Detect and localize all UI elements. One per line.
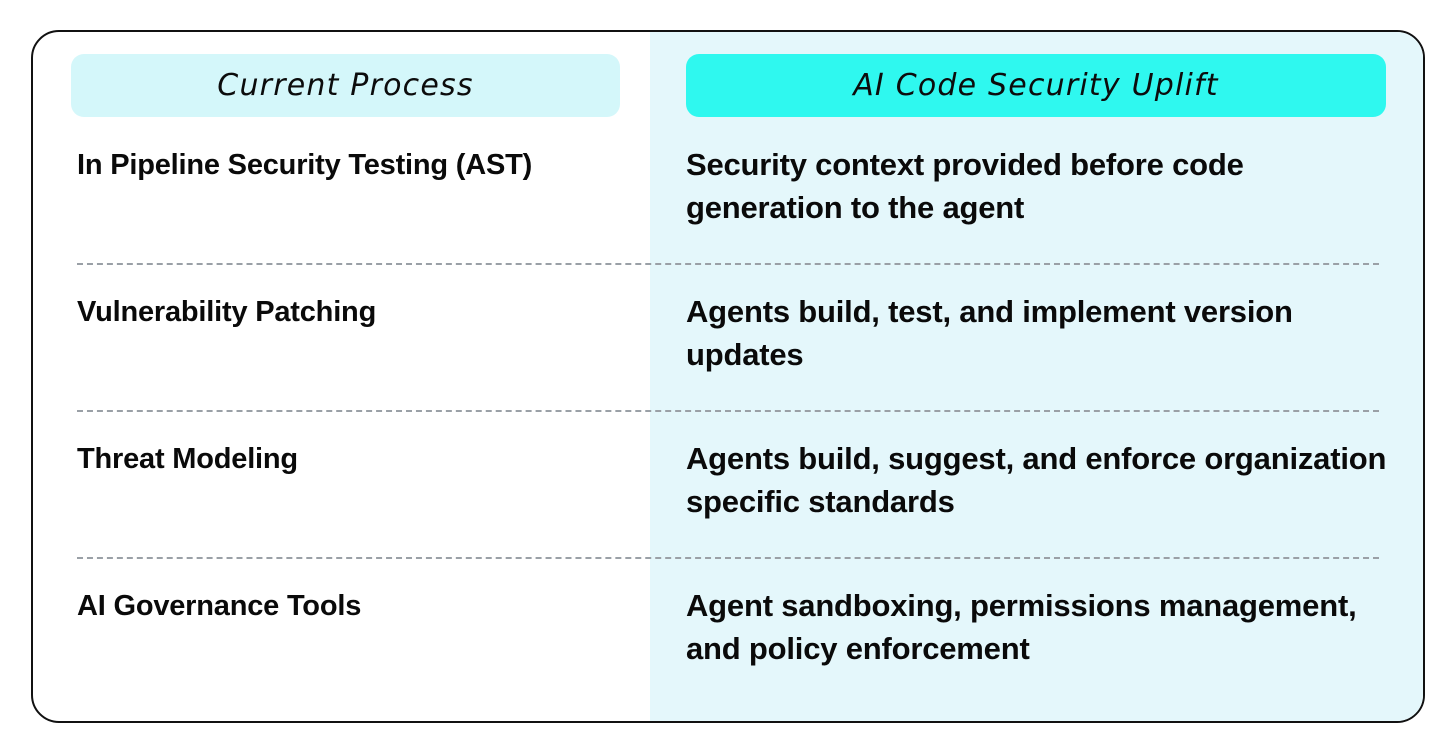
row-3-uplift-cell: Agents build, suggest, and enforce organ… xyxy=(650,418,1423,565)
row-1-uplift-text: Security context provided before code ge… xyxy=(686,147,1244,225)
column-header-current-process: Current Process xyxy=(71,54,620,117)
row-divider xyxy=(77,557,1379,559)
row-2-uplift-text: Agents build, test, and implement versio… xyxy=(686,294,1293,372)
row-3-current-process-cell: Threat Modeling xyxy=(33,418,650,565)
column-header-ai-code-security-uplift: AI Code Security Uplift xyxy=(686,54,1386,117)
table-row: In Pipeline Security Testing (AST) Secur… xyxy=(33,124,1423,271)
row-divider xyxy=(77,263,1379,265)
row-1-current-process-text: In Pipeline Security Testing (AST) xyxy=(77,149,533,181)
row-1-current-process-cell: In Pipeline Security Testing (AST) xyxy=(33,124,650,271)
table-row: AI Governance Tools Agent sandboxing, pe… xyxy=(33,565,1423,721)
row-4-current-process-text: AI Governance Tools xyxy=(77,590,362,622)
row-divider xyxy=(77,410,1379,412)
row-3-current-process-text: Threat Modeling xyxy=(77,443,298,475)
row-4-uplift-cell: Agent sandboxing, permissions management… xyxy=(650,565,1423,721)
table-row: Vulnerability Patching Agents build, tes… xyxy=(33,271,1423,418)
row-2-current-process-text: Vulnerability Patching xyxy=(77,296,377,328)
header-row: Current Process AI Code Security Uplift xyxy=(33,32,1423,124)
row-3-uplift-text: Agents build, suggest, and enforce organ… xyxy=(686,441,1387,519)
row-4-uplift-text: Agent sandboxing, permissions management… xyxy=(686,588,1357,666)
row-1-uplift-cell: Security context provided before code ge… xyxy=(650,124,1423,271)
row-2-uplift-cell: Agents build, test, and implement versio… xyxy=(650,271,1423,418)
row-2-current-process-cell: Vulnerability Patching xyxy=(33,271,650,418)
comparison-card: Current Process AI Code Security Uplift … xyxy=(31,30,1425,723)
row-4-current-process-cell: AI Governance Tools xyxy=(33,565,650,721)
right-column-background xyxy=(650,32,1423,721)
table-row: Threat Modeling Agents build, suggest, a… xyxy=(33,418,1423,565)
comparison-grid: Current Process AI Code Security Uplift … xyxy=(33,32,1423,721)
